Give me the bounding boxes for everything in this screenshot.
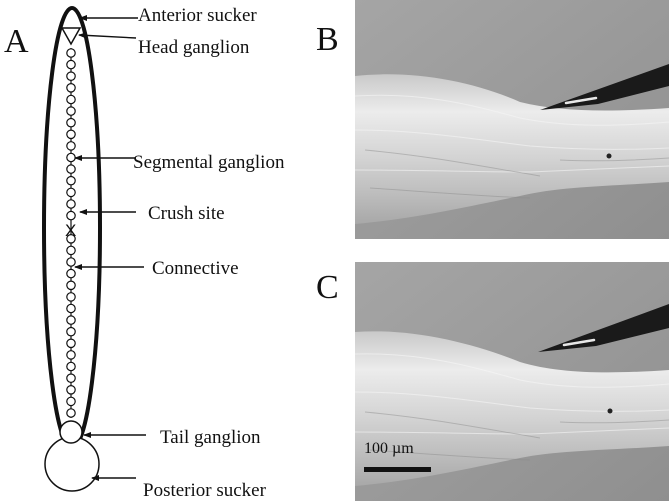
label-head-ganglion: Head ganglion [138, 37, 250, 58]
segmental-ganglion [66, 175, 76, 186]
panel-c-letter: C [316, 269, 339, 306]
segmental-ganglion [66, 280, 76, 291]
scale-bar-label: 100 µm [364, 440, 414, 457]
segmental-ganglion [66, 141, 76, 151]
label-tail-ganglion: Tail ganglion [160, 427, 261, 448]
label-connective: Connective [152, 258, 239, 279]
electrode-tip-b [564, 96, 598, 105]
segmental-ganglion [66, 152, 76, 163]
label-anterior-sucker: Anterior sucker [138, 5, 257, 26]
segmental-ganglion [66, 338, 76, 349]
micrograph-c [354, 262, 669, 501]
segmental-ganglion [66, 361, 76, 372]
segmental-ganglion [66, 396, 76, 407]
segmental-ganglion [66, 245, 76, 256]
debris-c [607, 408, 613, 414]
segmental-ganglion [66, 187, 76, 198]
segmental-ganglion [66, 257, 76, 267]
segmental-ganglion [66, 83, 76, 93]
ventral-nerve-cord [66, 48, 76, 418]
posterior-sucker [44, 436, 100, 492]
segmental-ganglion [66, 71, 76, 81]
segmental-ganglion [66, 48, 76, 58]
micrograph-b [354, 0, 669, 239]
electrode-tip-c [562, 338, 596, 347]
segmental-ganglion [66, 350, 76, 360]
segmental-ganglion [66, 326, 76, 337]
segmental-ganglion [66, 199, 76, 209]
segmental-ganglion [66, 106, 76, 116]
segmental-ganglion [66, 315, 76, 325]
electrode-b [540, 64, 669, 110]
segmental-ganglion [66, 117, 76, 128]
debris-b [606, 153, 612, 159]
segmental-ganglion [66, 210, 76, 221]
label-posterior-sucker: Posterior sucker [143, 480, 267, 501]
segmental-ganglion [66, 129, 76, 140]
nerve-texture-b [364, 149, 669, 199]
pointer-head-ganglion [78, 32, 137, 39]
segmental-ganglion [66, 408, 76, 418]
head-ganglion [60, 27, 82, 46]
scale-bar [364, 467, 431, 472]
segmental-ganglion [66, 384, 76, 395]
segmental-ganglion [66, 373, 76, 383]
segmental-ganglion [66, 164, 76, 174]
segmental-ganglion [66, 234, 76, 244]
tail-ganglion [59, 420, 83, 444]
segmental-ganglion [66, 94, 76, 105]
panel-c: C 100 µm [316, 262, 669, 501]
nerve-fibers-b [354, 94, 669, 173]
label-pointers [74, 15, 146, 481]
nerve-bundle-b [355, 74, 669, 224]
panel-a-letter: A [4, 23, 29, 60]
segmental-ganglion [66, 303, 76, 314]
nerve-bundle-c [355, 331, 669, 486]
segmental-ganglion [66, 268, 76, 279]
panel-b-letter: B [316, 21, 339, 58]
panel-a: A X Anterior sucker Head ganglion Segmen… [4, 5, 285, 501]
crush-site-marker: X [65, 221, 76, 240]
segmental-ganglion [66, 292, 76, 302]
nerve-fibers-c [354, 353, 669, 435]
electrode-c [538, 304, 669, 352]
nerve-texture-c [364, 411, 669, 461]
segmental-ganglion [66, 59, 76, 70]
panel-b: B [316, 0, 669, 239]
label-segmental-ganglion: Segmental ganglion [133, 152, 285, 173]
label-crush-site: Crush site [148, 203, 225, 224]
